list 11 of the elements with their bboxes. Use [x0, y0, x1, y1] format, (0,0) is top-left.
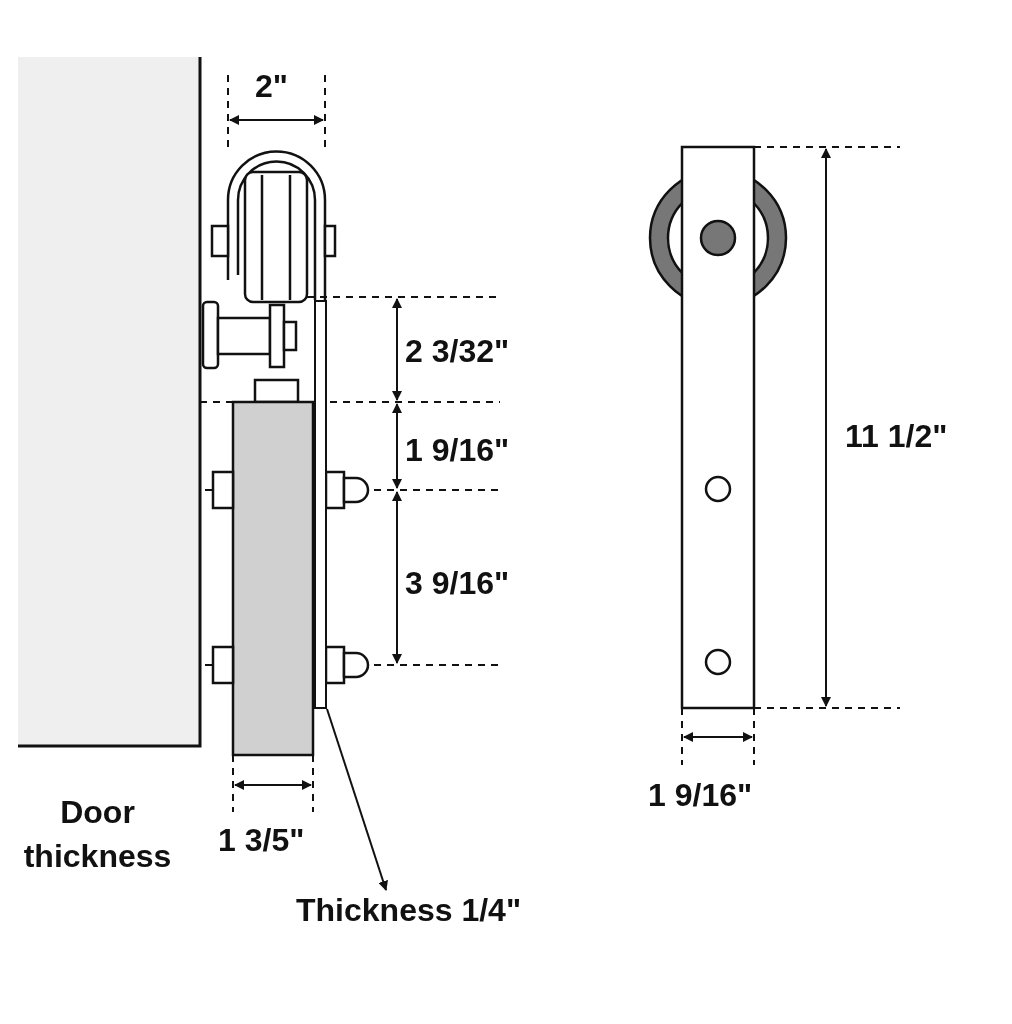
dimension-label: 1 3/5"	[218, 822, 305, 858]
callout-label: Thickness 1/4"	[296, 892, 522, 928]
dimension-label: 2"	[255, 68, 288, 104]
dimension-label: 1 9/16"	[648, 777, 753, 813]
strap	[314, 300, 327, 709]
dimension-label: 1 9/16"	[405, 432, 510, 468]
dimension-label: 3 9/16"	[405, 565, 510, 601]
dimension-label: 2 3/32"	[405, 333, 510, 369]
dimension-label: 11 1/2"	[845, 418, 948, 454]
part-label: Door thickness	[22, 793, 173, 876]
leader-line	[326, 708, 388, 891]
